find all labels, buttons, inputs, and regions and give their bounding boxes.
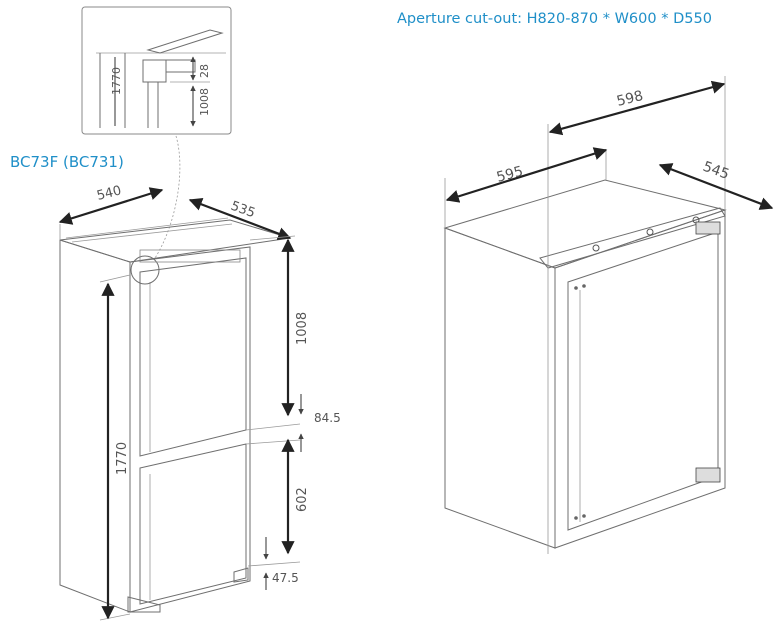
- height-total-text: 1770: [115, 442, 130, 475]
- tall-fridge-drawing: 540 535 1770 1008 84.5 602 47.5: [58, 183, 341, 621]
- lower-door-text: 602: [295, 487, 310, 512]
- detail-inset: 1770 1008 28: [81, 6, 232, 135]
- upper-door-text: 1008: [295, 312, 310, 345]
- width-text: 540: [95, 183, 123, 204]
- depth-545-text: 545: [701, 159, 732, 183]
- depth-text: 535: [229, 199, 257, 222]
- plinth-text: 47.5: [272, 571, 299, 585]
- detail-gap-text: 28: [198, 64, 211, 78]
- model-label: BC73F (BC731): [10, 153, 124, 171]
- width-598-text: 598: [615, 88, 645, 110]
- gap-text: 84.5: [314, 411, 341, 425]
- detail-height-text: 1770: [110, 67, 123, 95]
- detail-lower-text: 1008: [198, 88, 211, 116]
- under-counter-drawing: 595 598 545: [443, 76, 774, 554]
- aperture-cutout-label: Aperture cut-out: H820-870 * W600 * D550: [397, 11, 712, 27]
- width-595-text: 595: [495, 163, 525, 185]
